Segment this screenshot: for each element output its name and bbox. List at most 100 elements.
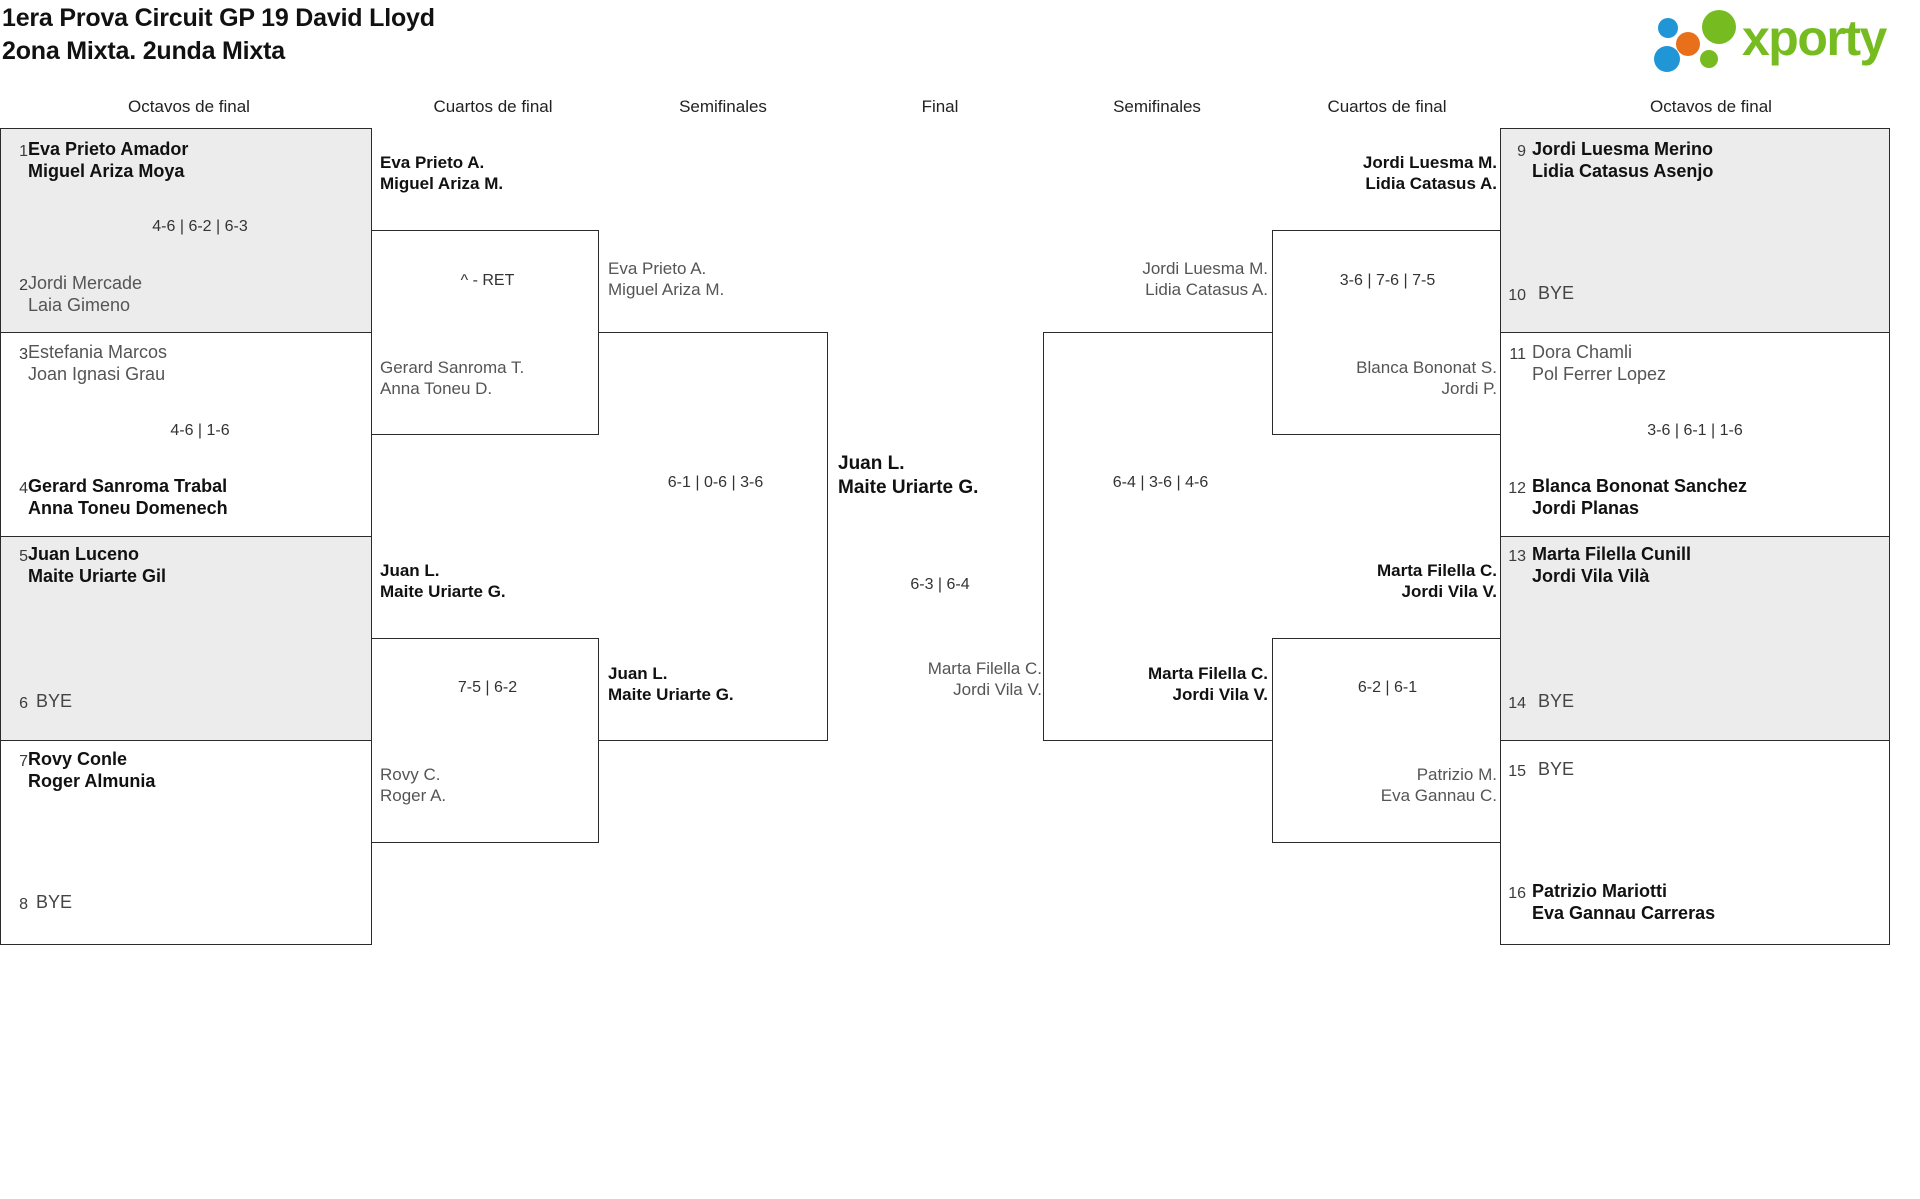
round-heading-octavos-right: Octavos de final [1650,97,1772,116]
player-1-name: Estefania Marcos [28,342,168,362]
cuartos-right-entry-2[interactable]: Blanca Bononat S. Jordi P. [1282,357,1497,399]
bracket-entry-seed-6[interactable]: 6 BYE [6,690,366,714]
cuartos-right-entry-3[interactable]: Marta Filella C. Jordi Vila V. [1282,560,1497,602]
bracket-entry-seed-7[interactable]: 7 Rovy Conle Roger Almunia [6,748,366,792]
seed-number: 15 [1508,763,1526,780]
player-names: Marta Filella Cunill Jordi Vila Vilà [1526,543,1691,587]
seed-number: 14 [1508,695,1526,712]
player-2-name: Maite Uriarte G. [608,685,734,704]
cuartos-left-entry-2[interactable]: Gerard Sanroma T. Anna Toneu D. [380,357,524,399]
player-1-name: Rovy Conle [28,749,128,769]
seed-number: 5 [19,548,28,565]
octavos-left-border-right [371,128,372,945]
semis-right-entry-1[interactable]: Jordi Luesma M. Lidia Catasus A. [1053,258,1268,300]
page-title: 1era Prova Circuit GP 19 David Lloyd 2on… [2,2,435,68]
final-champion[interactable]: Juan L. Maite Uriarte G. [838,452,978,500]
octavos-right-border-bottom [1500,944,1890,945]
semis-left-score: 6-1 | 0-6 | 3-6 [667,474,764,491]
player-names: Juan Luceno Maite Uriarte Gil [28,543,166,587]
player-2-name: Anna Toneu Domenech [28,498,228,518]
bracket-entry-seed-15[interactable]: 15 BYE [1504,758,1884,782]
seed-number: 11 [1509,346,1526,363]
bye-label: BYE [36,691,73,711]
bracket-entry-seed-8[interactable]: 8 BYE [6,891,366,915]
octavos-left-border-bottom [0,944,372,945]
bracket-entry-seed-10[interactable]: 10 BYE [1504,282,1884,306]
cuartos-left-entry-4[interactable]: Rovy C. Roger A. [380,764,446,806]
seed-number: 13 [1508,548,1526,565]
bye-label: BYE [1538,283,1575,303]
bracket-entry-seed-11[interactable]: 11 Dora Chamli Pol Ferrer Lopez [1504,341,1884,385]
cuartos-right-entry-1[interactable]: Jordi Luesma M. Lidia Catasus A. [1282,152,1497,194]
octavos-left-border-left [0,128,1,945]
bracket-entry-seed-4[interactable]: 4 Gerard Sanroma Trabal Anna Toneu Domen… [6,475,366,519]
cuartos-right-box-1-top [1272,230,1500,231]
player-1-name: Jordi Mercade [28,273,143,293]
semis-right-entry-2[interactable]: Marta Filella C. Jordi Vila V. [1053,663,1268,705]
player-2-name: Eva Gannau Carreras [1532,903,1716,923]
octavos-right-border-right [1889,128,1890,945]
final-runner-up[interactable]: Marta Filella C. Jordi Vila V. [838,658,1042,700]
semis-left-entry-1[interactable]: Eva Prieto A. Miguel Ariza M. [608,258,724,300]
round-heading-final: Final [921,97,959,116]
player-names: Eva Prieto Amador Miguel Ariza Moya [28,138,188,182]
player-2-name: Laia Gimeno [28,295,131,315]
player-1-name: Gerard Sanroma Trabal [28,476,228,496]
octavos-left-pair-1-shade [1,128,372,332]
bracket-entry-seed-16[interactable]: 16 Patrizio Mariotti Eva Gannau Carreras [1504,880,1884,924]
bracket-entry-seed-13[interactable]: 13 Marta Filella Cunill Jordi Vila Vilà [1504,543,1884,587]
octavos-right-pair-1-shade [1501,128,1889,332]
player-2-name: Pol Ferrer Lopez [1532,364,1667,384]
bracket-entry-seed-1[interactable]: 1 Eva Prieto Amador Miguel Ariza Moya [6,138,366,182]
octavos-right-score-2: 3-6 | 6-1 | 1-6 [1647,422,1743,439]
bracket-entry-seed-3[interactable]: 3 Estefania Marcos Joan Ignasi Grau [6,341,366,385]
champion-player-2: Maite Uriarte G. [838,477,979,498]
player-names: Rovy Conle Roger Almunia [28,748,155,792]
seed-number: 16 [1508,885,1526,902]
player-1-name: Marta Filella Cunill [1532,544,1692,564]
round-heading-cuartos-left: Cuartos de final [433,97,553,116]
round-heading-octavos-left: Octavos de final [128,97,250,116]
bracket-entry-seed-14[interactable]: 14 BYE [1504,690,1884,714]
runner-up-player-2: Jordi Vila V. [953,680,1042,699]
cuartos-left-box-2-top [372,638,599,639]
round-heading-cuartos-right: Cuartos de final [1327,97,1447,116]
player-2-name: Eva Gannau C. [1380,786,1497,805]
player-names: Jordi Luesma Merino Lidia Catasus Asenjo [1526,138,1713,182]
seed-number: 7 [19,753,28,770]
player-names: Jordi Mercade Laia Gimeno [28,272,142,316]
title-line-1: 1era Prova Circuit GP 19 David Lloyd [2,4,435,32]
round-heading-semis-right: Semifinales [1113,97,1201,116]
cuartos-right-box-1-left [1272,230,1273,435]
seed-number: 1 [19,143,28,160]
player-2-name: Miguel Ariza M. [380,174,504,193]
semis-left-box-bottom [598,740,828,741]
bracket-entry-seed-12[interactable]: 12 Blanca Bononat Sanchez Jordi Planas [1504,475,1884,519]
cuartos-left-entry-3[interactable]: Juan L. Maite Uriarte G. [380,560,506,602]
bracket-entry-seed-5[interactable]: 5 Juan Luceno Maite Uriarte Gil [6,543,366,587]
player-1-name: Eva Prieto A. [608,259,707,278]
player-2-name: Jordi P. [1441,379,1497,398]
player-2-name: Lidia Catasus Asenjo [1532,161,1714,181]
cuartos-right-entry-4[interactable]: Patrizio M. Eva Gannau C. [1282,764,1497,806]
semis-left-box-right [827,332,828,741]
cuartos-right-box-2-top [1272,638,1500,639]
player-1-name: Marta Filella C. [1148,664,1268,683]
semis-right-score: 6-4 | 3-6 | 4-6 [1112,474,1209,491]
octavos-left-pair-3-shade [1,536,372,740]
player-2-name: Jordi Vila V. [1172,685,1268,704]
player-1-name: Blanca Bononat Sanchez [1532,476,1748,496]
player-names: Estefania Marcos Joan Ignasi Grau [28,341,167,385]
octavos-right-divider-2 [1500,536,1890,537]
cuartos-left-box-1-top [372,230,599,231]
seed-number: 6 [19,695,28,712]
seed-number: 4 [19,480,28,497]
bracket-entry-seed-9[interactable]: 9 Jordi Luesma Merino Lidia Catasus Asen… [1504,138,1884,182]
bracket-entry-seed-2[interactable]: 2 Jordi Mercade Laia Gimeno [6,272,366,316]
semis-left-entry-2[interactable]: Juan L. Maite Uriarte G. [608,663,734,705]
cuartos-left-entry-1[interactable]: Eva Prieto A. Miguel Ariza M. [380,152,503,194]
player-names: Blanca Bononat Sanchez Jordi Planas [1526,475,1747,519]
seed-number: 3 [19,346,28,363]
player-2-name: Miguel Ariza M. [608,280,725,299]
octavos-left-score-2: 4-6 | 1-6 [170,422,230,439]
